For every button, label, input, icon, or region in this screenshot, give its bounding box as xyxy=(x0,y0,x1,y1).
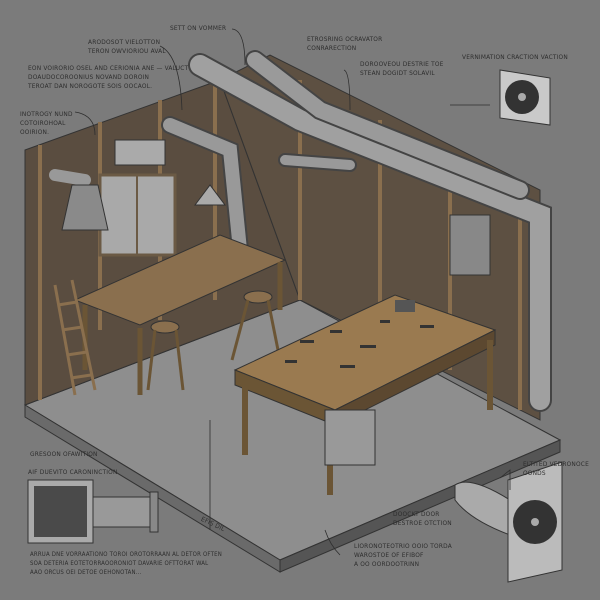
label-bottom-left-paragraph: ARRUA DNE VORRAATIONO TOROI OROTORRAAN A… xyxy=(30,551,222,576)
fan-hood xyxy=(61,184,109,231)
label-bottom-center: LIORONOTEOTRIO OOIO TORDA WAROSTOE OF EF… xyxy=(354,542,452,568)
workbench-left xyxy=(73,234,287,326)
label-top-left-1: ARODOSOT VIELOTTON TERON OWVIORIOU AVAL xyxy=(88,38,166,55)
label-bottom-mid: DOOCKT DOOR DESTROE OTCTION xyxy=(393,510,452,527)
stool xyxy=(243,290,273,304)
ducts xyxy=(49,50,552,412)
label-bottom-left-2: AIF DUEVITO CARONINCTION xyxy=(28,468,118,476)
wall-fan-unit xyxy=(114,139,166,166)
dust-collector xyxy=(324,409,376,466)
label-top-right: VERNIMATION CRACTION VACTION xyxy=(462,53,568,61)
label-top-left-2: EON VOIRORIO OSEL AND CERIONIA ANE — VAL… xyxy=(28,64,189,90)
tools xyxy=(285,300,434,368)
label-top-center: SETT ON VOMMER xyxy=(170,24,227,32)
label-bottom-left-1: GRESOON OFAWITION xyxy=(30,450,98,458)
ventilation-unit xyxy=(499,69,551,126)
wall-vent-panel xyxy=(449,214,491,276)
label-top-mid-right: DOROOVEOU DESTRIE TOE STEAN DOGIDT SOLAV… xyxy=(360,60,444,77)
air-filter-box xyxy=(27,479,159,544)
ladder xyxy=(53,279,97,396)
label-top-mid: ETROSRING OCRAVATOR CONRARECTION xyxy=(307,35,383,52)
stool xyxy=(150,320,180,334)
label-bottom-right: ELTITED VEDRONOCE OONDS xyxy=(523,460,589,477)
leader-lines xyxy=(74,28,511,556)
label-left-mid: INOTROGY NUND COTOIROHOAL OOIRION. xyxy=(20,110,73,136)
exhaust-fan xyxy=(454,461,563,583)
lamp xyxy=(194,184,226,206)
